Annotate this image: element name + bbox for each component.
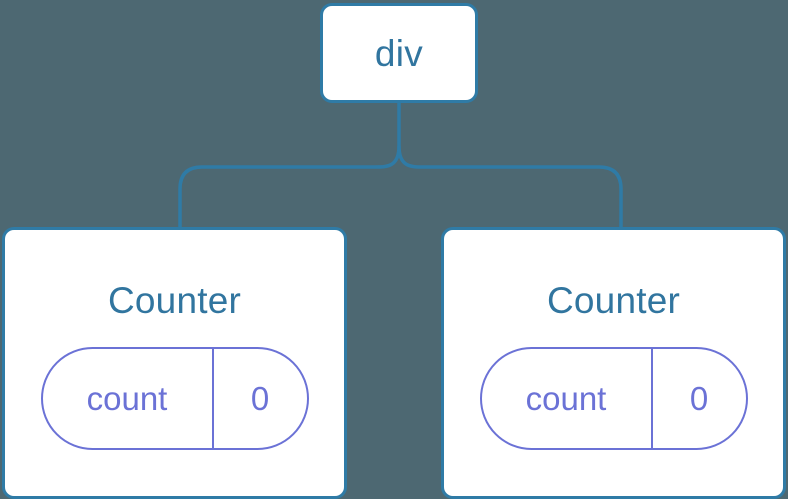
component-title: Counter bbox=[107, 280, 242, 321]
state-pill[interactable]: count 0 bbox=[40, 347, 309, 450]
component-title: Counter bbox=[546, 280, 681, 321]
node-component-counter-1[interactable]: Counter count 0 bbox=[441, 227, 786, 499]
node-root-div[interactable]: div bbox=[320, 3, 478, 103]
root-node-label: div bbox=[374, 32, 424, 74]
node-component-counter-0[interactable]: Counter count 0 bbox=[2, 227, 347, 499]
state-value: 0 bbox=[689, 380, 709, 417]
connector-branch-right bbox=[397, 145, 623, 228]
state-key: count bbox=[43, 349, 214, 448]
state-pill[interactable]: count 0 bbox=[479, 347, 748, 450]
state-key: count bbox=[482, 349, 653, 448]
connector-branch-left bbox=[178, 145, 401, 228]
state-value: 0 bbox=[250, 380, 270, 417]
